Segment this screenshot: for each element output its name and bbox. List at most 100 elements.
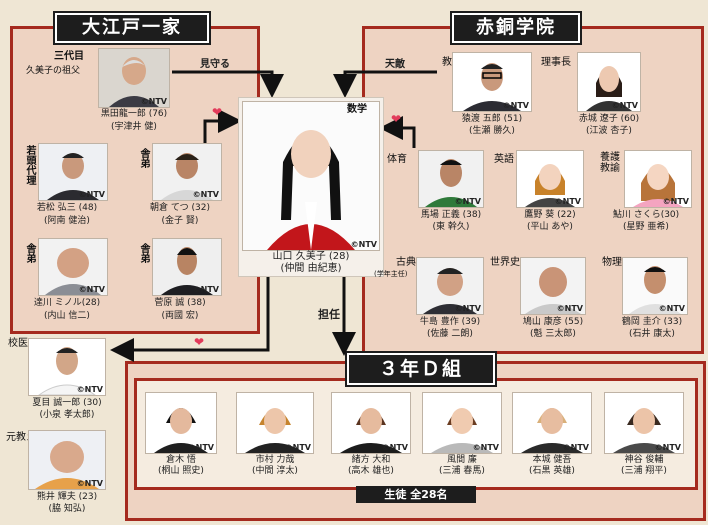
students-total-badge: 生徒 全28名: [356, 486, 476, 503]
watermark-label: ©NTV: [76, 385, 103, 394]
person-name: 鳩山 康彦 (55): [522, 317, 584, 327]
actor-name: (金子 賢): [161, 216, 199, 226]
person-card-asakura[interactable]: ©NTV 朝倉 てつ (32) (金子 賢): [150, 143, 222, 226]
actor-name: (佐藤 二朗): [427, 329, 473, 339]
person-card-kuroda[interactable]: ©NTV 黒田龍一郎 (76) (宇津井 健): [98, 48, 170, 132]
portrait-icon: ©NTV: [242, 101, 380, 251]
role-label: 舎弟: [24, 243, 35, 263]
akado-title: 赤銅学院: [452, 13, 580, 43]
watermark-label: ©NTV: [472, 443, 499, 452]
person-card-kazama[interactable]: ©NTV 風間 廉 (三浦 春馬): [422, 392, 502, 476]
class-3d-title: ３年Ｄ組: [347, 353, 495, 385]
tannin-label: 担任: [318, 308, 340, 321]
actor-name: (桐山 照史): [158, 466, 204, 476]
person-name: 猿渡 五郎 (51): [461, 114, 523, 124]
role-label: 世界史: [490, 257, 520, 268]
person-name: 鶴岡 圭介 (33): [621, 317, 683, 327]
watermark-label: ©NTV: [662, 197, 689, 206]
actor-name: (阿南 健治): [44, 216, 90, 226]
watermark-label: ©NTV: [78, 285, 105, 294]
role-label: 英語: [494, 154, 514, 165]
portrait-icon: ©NTV: [236, 392, 314, 454]
person-name: 牛島 豊作 (39): [419, 317, 481, 327]
actor-name: (高木 雄也): [348, 466, 394, 476]
person-card-sarutoki[interactable]: ©NTV 猿渡 五郎 (51) (生瀬 勝久): [452, 52, 532, 136]
portrait-icon: ©NTV: [152, 143, 222, 201]
actor-name: (星野 亜希): [623, 222, 669, 232]
actor-name: (三浦 春馬): [439, 466, 485, 476]
mimamoru-label: 見守る: [200, 59, 230, 70]
person-card-ogata[interactable]: ©NTV 緒方 大和 (高木 雄也): [331, 392, 411, 476]
person-card-sugahara[interactable]: ©NTV 菅原 誠 (38) (両國 宏): [152, 238, 222, 321]
person-card-takano[interactable]: ©NTV 鷹野 葵 (22) (平山 あや): [516, 150, 584, 232]
watermark-label: ©NTV: [554, 197, 581, 206]
person-card-wakamatsu[interactable]: ©NTV 若松 弘三 (48) (阿南 健治): [37, 143, 108, 226]
person-name: 若松 弘三 (48): [36, 203, 98, 213]
person-card-yamaguchi[interactable]: ©NTV 数学 山口 久美子 (28) (仲間 由紀恵): [238, 97, 384, 277]
person-name: 熊井 輝夫 (23): [36, 492, 98, 502]
person-name: 鷹野 葵 (22): [524, 210, 576, 220]
role-label: 三代目: [54, 51, 84, 62]
role-label: 舎弟: [138, 148, 149, 168]
actor-name: (生瀬 勝久): [469, 126, 515, 136]
role-label: 若頭代理: [24, 145, 35, 185]
person-name: 市村 力哉: [255, 455, 295, 465]
person-card-ichimura[interactable]: ©NTV 市村 力哉 (中間 淳太): [236, 392, 314, 476]
portrait-icon: ©NTV: [622, 257, 688, 315]
role-label: 養護教諭: [600, 152, 620, 174]
portrait-icon: ©NTV: [520, 257, 586, 315]
actor-name: (脇 知弘): [48, 504, 86, 514]
person-card-kumai[interactable]: ©NTV 熊井 輝夫 (23) (脇 知弘): [28, 430, 106, 514]
portrait-icon: ©NTV: [38, 143, 108, 201]
person-card-kurashi[interactable]: ©NTV 倉木 悟 (桐山 照史): [145, 392, 217, 476]
watermark-label: ©NTV: [78, 190, 105, 199]
portrait-icon: ©NTV: [422, 392, 502, 454]
person-name: 黒田龍一郎 (76): [100, 109, 168, 119]
watermark-label: ©NTV: [658, 304, 685, 313]
actor-name: (三浦 翔平): [621, 466, 667, 476]
person-card-hatoyama[interactable]: ©NTV 鳩山 康彦 (55) (魁 三太郎): [520, 257, 586, 339]
person-name: 倉木 悟: [166, 455, 196, 465]
portrait-icon: ©NTV: [152, 238, 222, 296]
subtitle-label: 久美子の祖父: [26, 66, 81, 76]
watermark-label: ©NTV: [454, 197, 481, 206]
portrait-icon: ©NTV: [331, 392, 411, 454]
actor-name: (魁 三太郎): [530, 329, 576, 339]
portrait-icon: ©NTV: [577, 52, 641, 112]
person-card-kamiya[interactable]: ©NTV 神谷 俊輔 (三浦 翔平): [604, 392, 684, 476]
portrait-icon: ©NTV: [416, 257, 484, 315]
person-name: 鮎川 さくら(30): [612, 210, 680, 220]
portrait-icon: ©NTV: [28, 338, 106, 396]
person-name: 山口 久美子 (28): [272, 251, 350, 262]
watermark-label: ©NTV: [562, 443, 589, 452]
watermark-label: ©NTV: [192, 190, 219, 199]
watermark-label: ©NTV: [556, 304, 583, 313]
oedo-title: 大江戸一家: [55, 13, 209, 43]
portrait-icon: ©NTV: [516, 150, 584, 208]
person-name: 菅原 誠 (38): [154, 298, 206, 308]
person-card-honjo[interactable]: ©NTV 本城 健吾 (石黒 英雄): [512, 392, 592, 476]
role-label: 古典: [396, 257, 416, 268]
watermark-label: ©NTV: [284, 443, 311, 452]
portrait-icon: ©NTV: [512, 392, 592, 454]
person-card-natsume[interactable]: ©NTV 夏目 誠一郎 (30) (小泉 孝太郎): [28, 338, 106, 420]
person-card-baba[interactable]: ©NTV 馬場 正義 (38) (東 幹久): [418, 150, 484, 232]
person-name: 馬場 正義 (38): [420, 210, 482, 220]
person-card-tatsukawa[interactable]: ©NTV 達川 ミノル(28) (内山 信二): [34, 238, 108, 321]
actor-name: (宇津井 健): [111, 122, 157, 132]
actor-name: (平山 あや): [527, 222, 573, 232]
actor-name: (石井 康太): [629, 329, 675, 339]
role-label: 舎弟: [138, 243, 149, 263]
person-card-tsuruoka[interactable]: ©NTV 鶴岡 圭介 (33) (石井 康太): [622, 257, 688, 339]
person-card-akagi[interactable]: ©NTV 赤城 遼子 (60) (江波 杏子): [577, 52, 641, 136]
actor-name: (仲間 由紀恵): [280, 263, 342, 274]
watermark-label: ©NTV: [381, 443, 408, 452]
actor-name: (東 幹久): [432, 222, 470, 232]
person-card-ayukawa[interactable]: ©NTV 鮎川 さくら(30) (星野 亜希): [613, 150, 692, 232]
role-label: 物理: [602, 257, 622, 268]
role-label: 校医: [8, 338, 28, 349]
person-card-ushijima[interactable]: ©NTV 牛島 豊作 (39) (佐藤 二朗): [416, 257, 484, 339]
portrait-icon: ©NTV: [28, 430, 106, 490]
watermark-label: ©NTV: [454, 304, 481, 313]
